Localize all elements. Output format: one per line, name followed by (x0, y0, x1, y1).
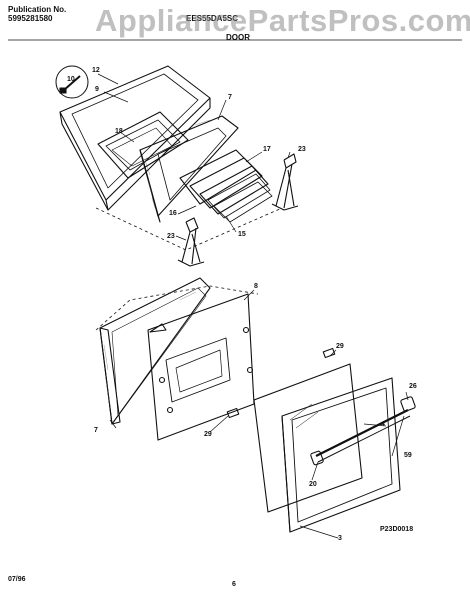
outer-door-panel (99, 277, 211, 425)
callout-label: 26 (409, 383, 417, 390)
door-liner (147, 293, 255, 441)
hinge-right (271, 153, 299, 211)
callout-label: 16 (169, 210, 177, 217)
callout-label: 10 (67, 76, 75, 83)
callout-label: 4 (381, 421, 385, 428)
inner-glass (253, 363, 363, 513)
model-number: EES55DA5SC (186, 14, 239, 23)
pin-lower (226, 407, 240, 419)
screw-detail (55, 65, 89, 99)
callout-label: 15 (238, 231, 246, 238)
callout-label: 7 (94, 427, 98, 434)
callout-label: 20 (309, 481, 317, 488)
window-frame (97, 111, 189, 179)
footer-page: 6 (232, 581, 236, 588)
callout-label: 23 (167, 233, 175, 240)
watermark: AppliancePartsPros.com (95, 3, 470, 38)
callout-label: 9 (95, 86, 99, 93)
callout-label: 23 (298, 146, 306, 153)
outer-door-frame (59, 65, 211, 211)
callout-label: 17 (263, 146, 271, 153)
glass-pack (179, 149, 273, 223)
callout-label: 3 (338, 535, 342, 542)
publication-label: Publication No. (8, 5, 67, 14)
footer-date: 07/96 (8, 576, 26, 583)
hinge-left (177, 217, 205, 267)
callout-label: 59 (404, 452, 412, 459)
callout-label: 29 (204, 431, 212, 438)
diagram-code: P23D0018 (380, 526, 414, 533)
inner-door-panel (139, 115, 239, 223)
callout-label: 12 (92, 67, 100, 74)
section-title: DOOR (226, 33, 250, 42)
callout-label: 18 (115, 128, 123, 135)
door-handle (310, 396, 416, 466)
callout-label: 29 (336, 343, 344, 350)
callout-label: 7 (228, 94, 232, 101)
door-front-frame (281, 377, 401, 533)
publication-number: 5995281580 (8, 14, 53, 23)
callout-label: 8 (254, 283, 258, 290)
